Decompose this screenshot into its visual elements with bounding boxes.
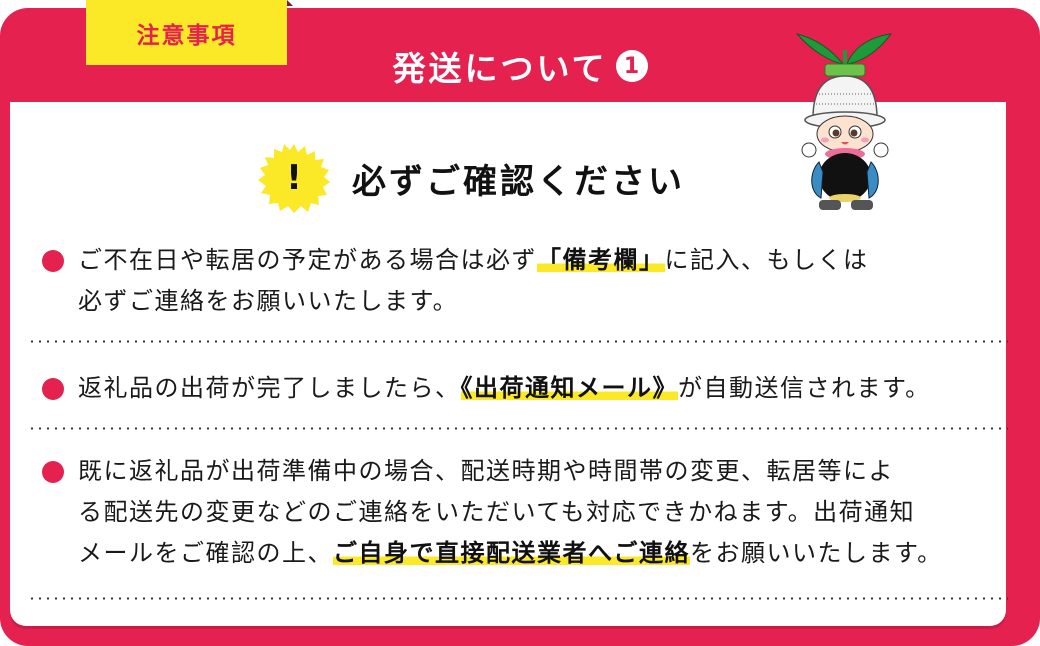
item-1-line-2: 必ずご連絡をお願いいたします。 — [78, 287, 459, 315]
highlight-shipping-mail: 《出荷通知メール》 — [460, 374, 678, 402]
item-3-line-2: る配送先の変更などのご連絡をいただいても対応できかねます。出荷通知 — [78, 498, 916, 526]
notice-item-3: 既に返礼品が出荷準備中の場合、配送時期や時間帯の変更、転居等によ る配送先の変更… — [42, 451, 1002, 574]
number-circle-icon: 1 — [615, 50, 648, 82]
confirm-heading: ! 必ずご確認ください — [258, 142, 685, 214]
highlight-remarks: 「備考欄」 — [537, 246, 665, 274]
notice-item-2: 返礼品の出荷が完了しましたら、《出荷通知メール》が自動送信されます。 — [42, 368, 1002, 409]
item-3-line-3: メールをご確認の上、ご自身で直接配送業者へご連絡をお願いいたします。 — [78, 539, 943, 567]
bullet-icon — [42, 461, 64, 483]
bullet-icon — [42, 378, 64, 400]
dotted-divider — [28, 427, 1008, 430]
item-2-line-1: 返礼品の出荷が完了しましたら、《出荷通知メール》が自動送信されます。 — [78, 374, 931, 402]
item-1-line-1: ご不在日や転居の予定がある場合は必ず「備考欄」に記入、もしくは — [78, 246, 869, 274]
item-3-line-1: 既に返礼品が出荷準備中の場合、配送時期や時間帯の変更、転居等によ — [78, 457, 894, 485]
tag-fold — [287, 0, 293, 6]
confirm-text: 必ずご確認ください — [352, 161, 685, 202]
mascot-character-icon — [795, 22, 895, 212]
dotted-divider — [28, 597, 1008, 600]
notice-tag: 注意事項 — [86, 0, 287, 65]
notice-tag-label: 注意事項 — [136, 22, 237, 49]
notice-item-1: ご不在日や転居の予定がある場合は必ず「備考欄」に記入、もしくは 必ずご連絡をお願… — [42, 240, 1002, 322]
dotted-divider — [28, 340, 1008, 343]
highlight-contact-carrier: ご自身で直接配送業者へご連絡 — [333, 539, 690, 567]
exclamation-burst-icon: ! — [258, 142, 330, 214]
page-title: 発送について 1 — [0, 42, 1040, 90]
page-title-text: 発送について — [392, 49, 608, 88]
bullet-icon — [42, 250, 64, 272]
